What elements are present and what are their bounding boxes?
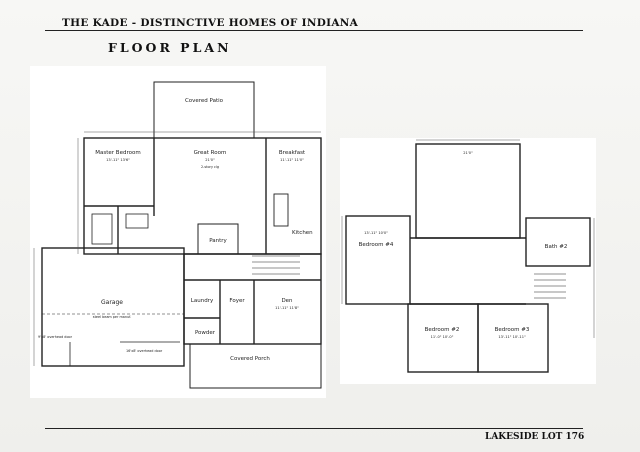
label-bedroom-2: Bedroom #2 [425, 327, 460, 333]
footer-rule [45, 428, 583, 429]
label-den: Den [281, 298, 293, 304]
dim-den: 11'-11" 11'8" [275, 306, 299, 310]
label-laundry: Laundry [191, 298, 214, 304]
label-kitchen: Kitchen [292, 230, 313, 236]
main-floor-plan: Covered Patio Master Bedroom 13'-11" 13'… [33, 81, 322, 389]
label-bath-2: Bath #2 [545, 244, 568, 250]
label-covered-porch: Covered Porch [230, 356, 270, 362]
dim-master-bedroom: 13'-11" 13'6" [106, 158, 130, 162]
lot-label: LAKESIDE LOT 176 [485, 432, 585, 442]
dim-breakfast: 11'-11" 11'0" [280, 158, 304, 162]
note-overhead-door-2: 16'x8' overhead door [126, 349, 163, 353]
main-floor-panel: Covered Patio Master Bedroom 13'-11" 13'… [30, 66, 326, 398]
label-garage: Garage [101, 299, 123, 306]
section-title: FLOOR PLAN [108, 40, 232, 55]
label-bedroom-3: Bedroom #3 [495, 327, 530, 333]
note-garage-beam: steel beam per manuf. [93, 315, 131, 319]
label-master-bedroom: Master Bedroom [95, 150, 140, 156]
upper-floor-panel: 21'0" Bedroom #4 13'-11" 10'0" Bath #2 B… [340, 138, 596, 384]
dim-open-to-below: 21'0" [463, 151, 473, 155]
label-foyer: Foyer [229, 298, 245, 304]
note-overhead-door-1: 9'x8' overhead door [38, 335, 73, 339]
label-covered-patio: Covered Patio [185, 98, 224, 104]
upper-floor-plan: 21'0" Bedroom #4 13'-11" 10'0" Bath #2 B… [341, 139, 595, 373]
note-great-room: 2-story clg [201, 165, 219, 169]
dim-bedroom-2: 11'-0" 10'-0" [431, 335, 454, 339]
label-powder: Powder [195, 330, 216, 336]
dim-great-room: 21'0" [205, 158, 215, 162]
label-bedroom-4: Bedroom #4 [359, 242, 394, 248]
dim-bedroom-3: 13'-11" 10'-11" [498, 335, 526, 339]
label-pantry: Pantry [209, 238, 227, 244]
label-great-room: Great Room [194, 150, 227, 156]
brand-title: THE KADE - DISTINCTIVE HOMES OF INDIANA [62, 17, 359, 29]
dim-bedroom-4: 13'-11" 10'0" [364, 231, 388, 235]
label-breakfast: Breakfast [279, 150, 306, 156]
header-rule [45, 30, 583, 31]
